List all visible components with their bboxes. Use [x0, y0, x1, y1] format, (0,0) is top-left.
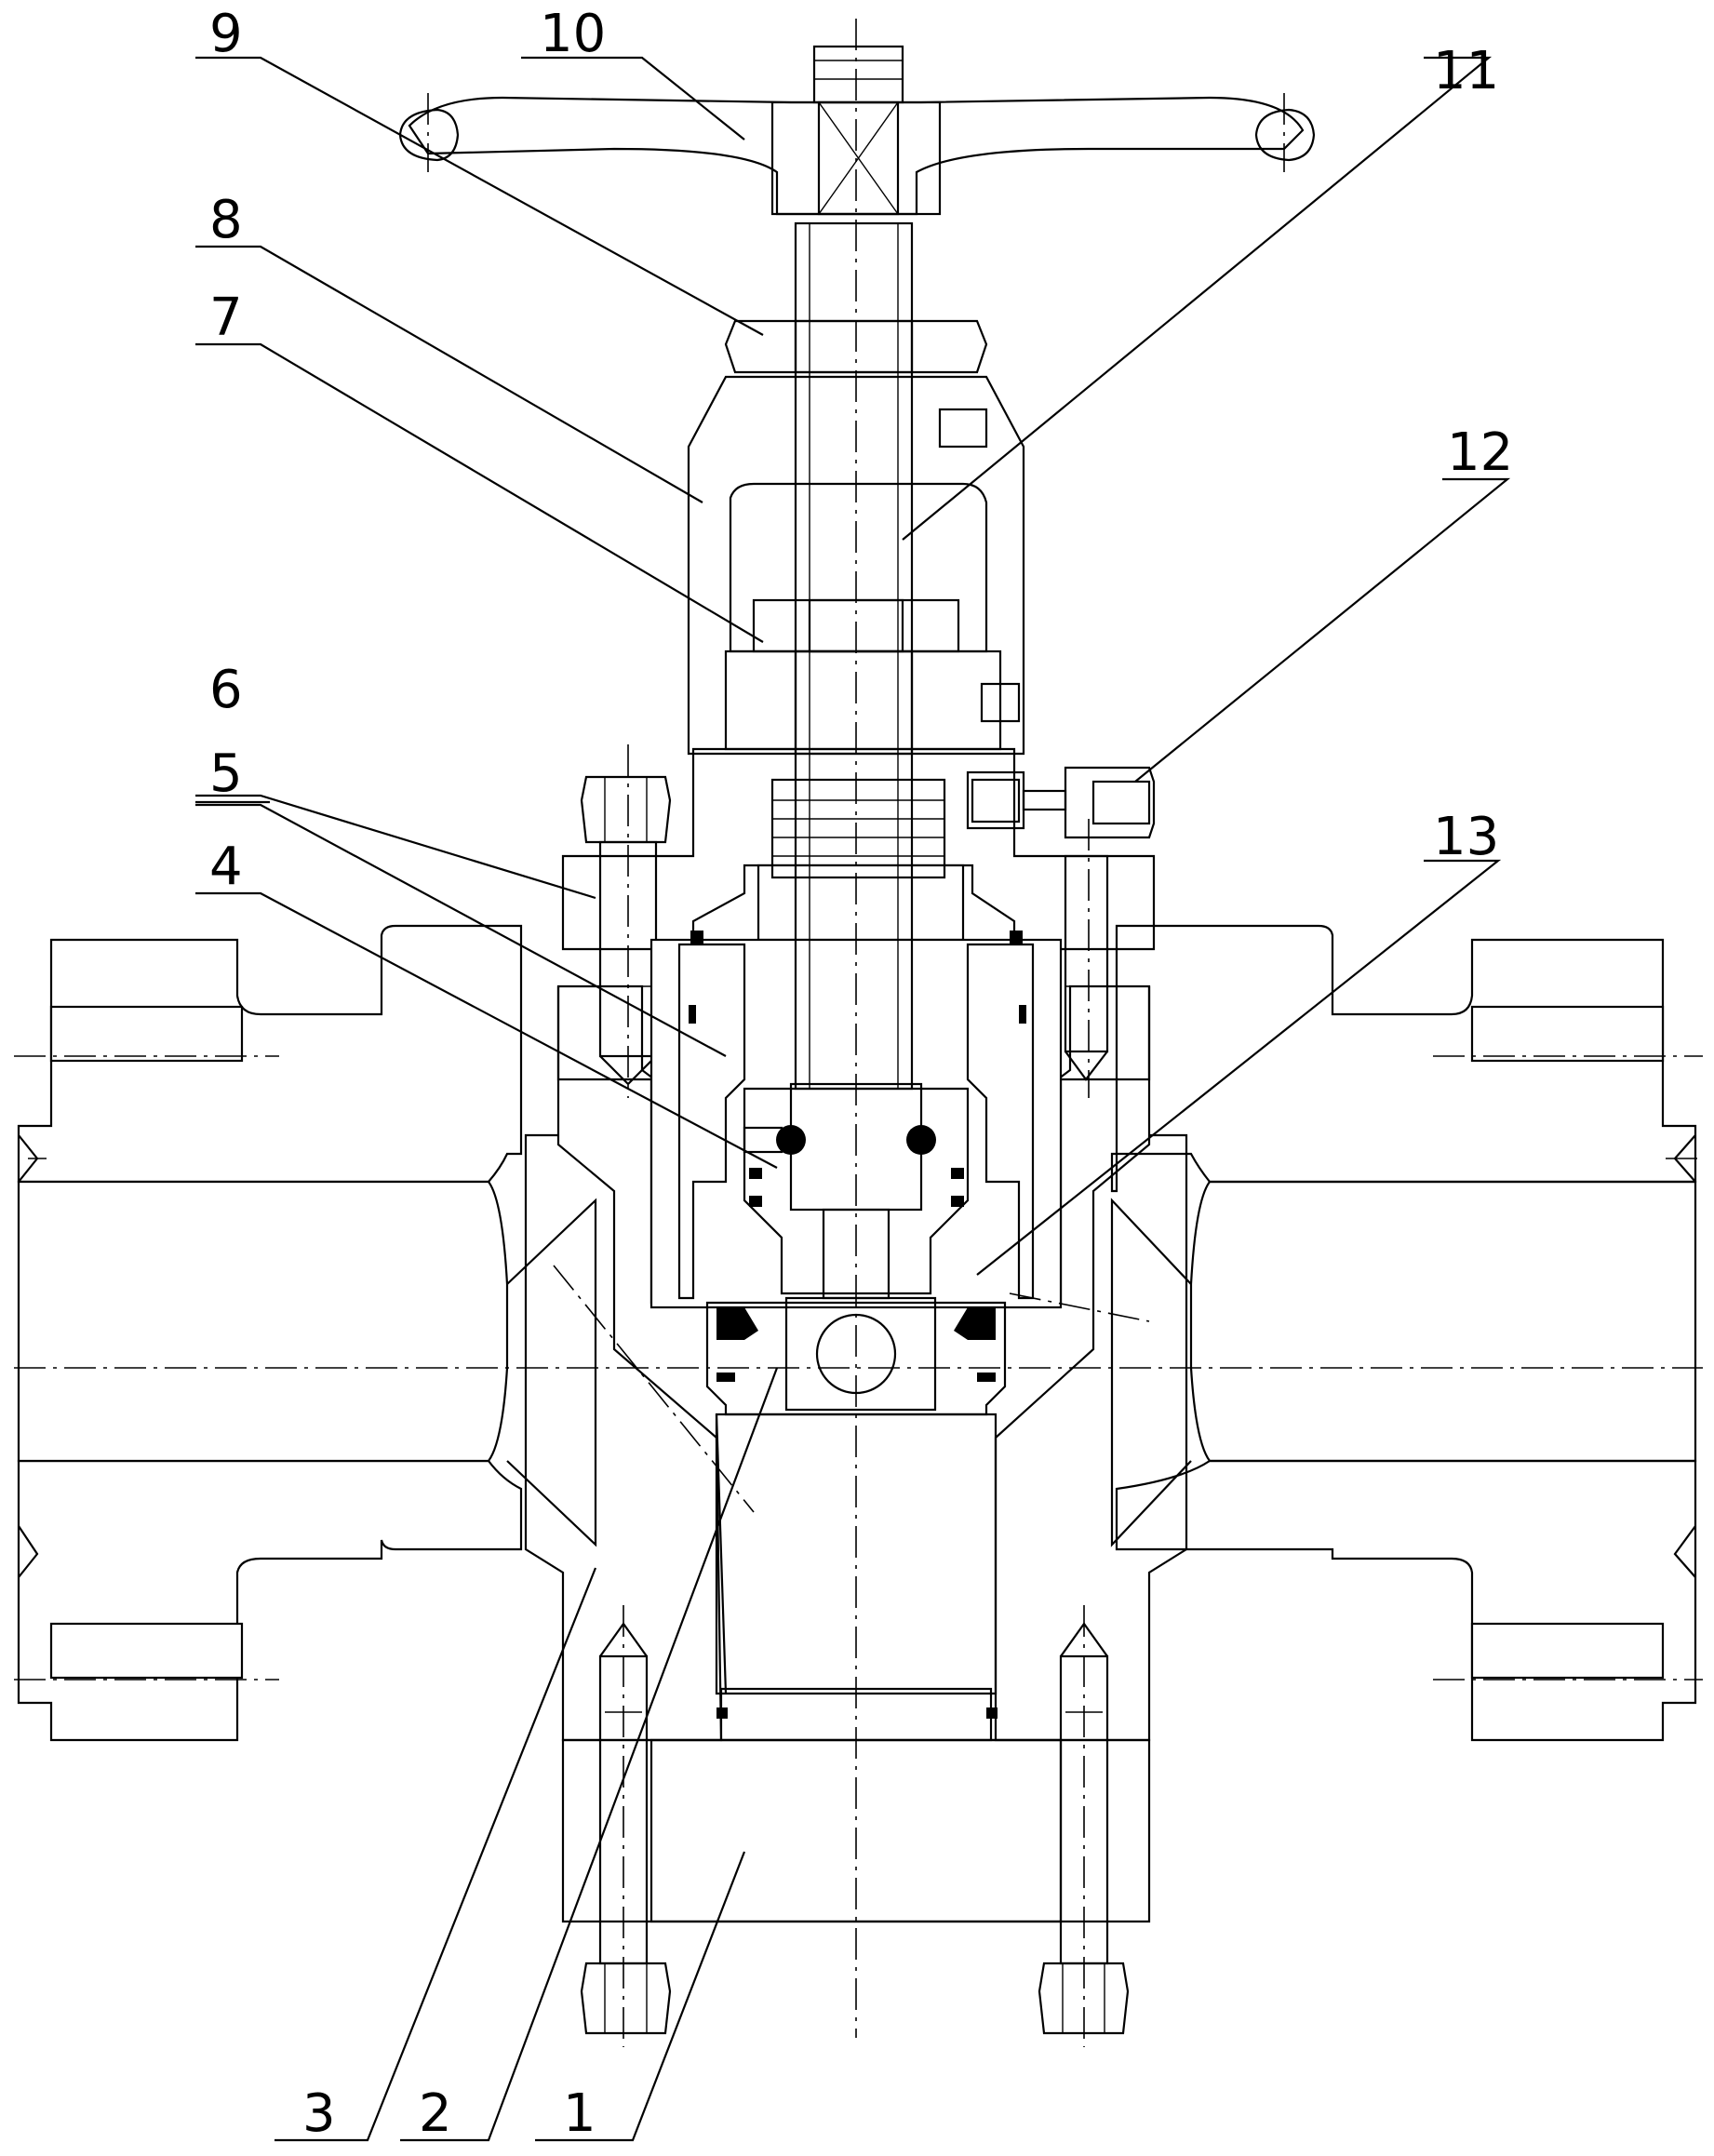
- callout-6: 6: [209, 660, 243, 720]
- right-flange: [1112, 926, 1695, 1740]
- callout-12: 12: [1447, 422, 1513, 483]
- callout-9: 9: [209, 4, 243, 64]
- callout-4: 4: [209, 837, 243, 897]
- callout-13: 13: [1433, 807, 1499, 867]
- callout-1: 1: [563, 2083, 596, 2144]
- callout-7: 7: [209, 288, 243, 348]
- handwheel: [400, 47, 1314, 214]
- right-bonnet-bolt: [1065, 856, 1107, 1079]
- callout-3: 3: [302, 2083, 336, 2144]
- callout-5: 5: [209, 743, 243, 804]
- callout-8: 8: [209, 190, 243, 250]
- callout-10: 10: [540, 4, 606, 64]
- callout-2: 2: [419, 2083, 452, 2144]
- bottom-left-bolt: [582, 1624, 670, 2033]
- callout-11: 11: [1433, 41, 1499, 101]
- left-flange: [19, 926, 596, 1740]
- bleed-fitting: [968, 768, 1154, 837]
